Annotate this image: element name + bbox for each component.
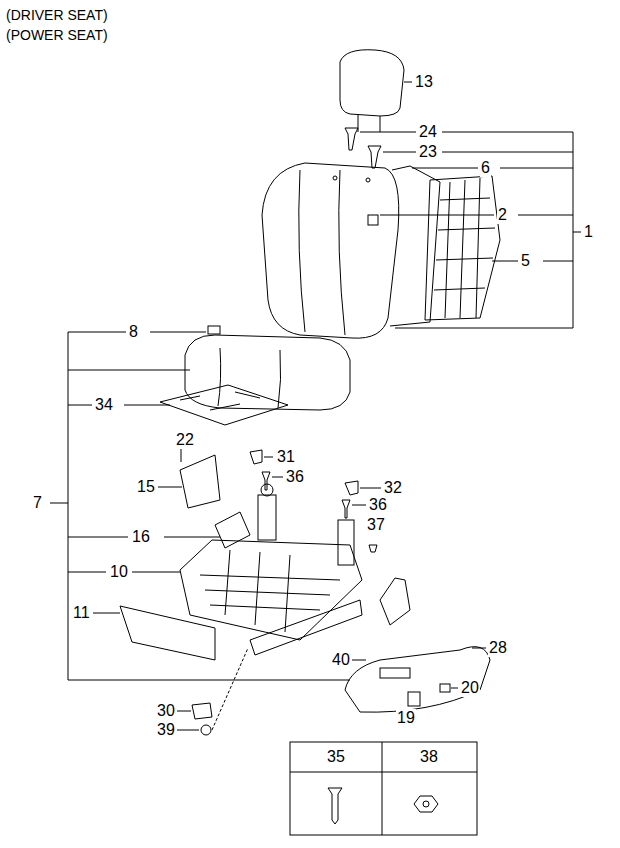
callout-number: 31 xyxy=(276,448,296,466)
callout-number: 40 xyxy=(331,651,351,669)
callout-number: 23 xyxy=(418,143,438,161)
header-text: (DRIVER SEAT) xyxy=(5,6,109,24)
callout-number: 11 xyxy=(72,604,91,622)
callout-number: 34 xyxy=(94,396,114,414)
callout-number: 22 xyxy=(175,431,195,449)
header-text: (POWER SEAT) xyxy=(5,26,109,44)
callout-number: 2 xyxy=(497,206,508,224)
callout-number: 13 xyxy=(414,73,434,91)
callout-number: 10 xyxy=(109,563,129,581)
callout-number: 19 xyxy=(396,709,416,727)
callout-number: 8 xyxy=(128,323,139,341)
callout-number: 1 xyxy=(583,223,594,241)
callout-number: 39 xyxy=(156,721,176,739)
callout-number: 38 xyxy=(419,748,439,766)
callout-number: 7 xyxy=(32,494,43,512)
callout-number: 36 xyxy=(285,468,305,486)
callout-number: 32 xyxy=(383,479,403,497)
callout-number: 16 xyxy=(131,528,151,546)
callout-number: 20 xyxy=(460,679,480,697)
callout-number: 30 xyxy=(156,702,176,720)
callout-number: 15 xyxy=(136,478,156,496)
callout-number: 28 xyxy=(488,639,508,657)
callout-number: 24 xyxy=(418,123,438,141)
callout-number: 37 xyxy=(366,516,386,534)
callout-number: 36 xyxy=(368,496,388,514)
callout-number: 6 xyxy=(480,159,491,177)
callout-number: 35 xyxy=(326,748,346,766)
callout-number: 5 xyxy=(520,252,531,270)
